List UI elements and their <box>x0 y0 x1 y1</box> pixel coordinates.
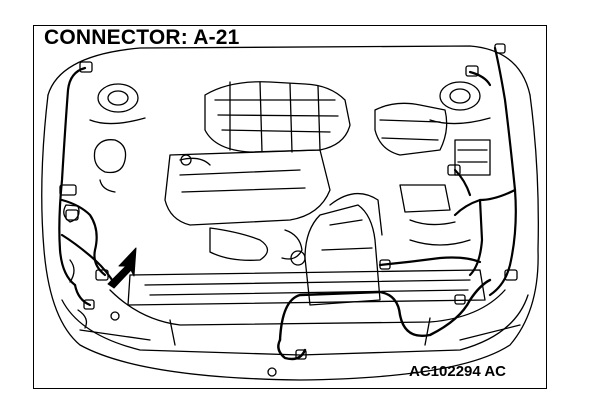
reference-code: AC102294 AC <box>409 363 506 380</box>
left-side-components <box>59 139 127 329</box>
left-strut-tower <box>89 83 146 125</box>
air-cleaner <box>304 204 381 306</box>
left-wiring-harness <box>58 66 117 307</box>
right-connectors <box>379 43 518 305</box>
arrow-pointer-icon <box>107 247 137 289</box>
front-wiring-harness <box>277 278 492 361</box>
right-wiring-harness <box>378 46 517 297</box>
engine-block <box>164 81 383 266</box>
right-strut-tower <box>429 81 491 125</box>
front-cross-member <box>109 269 506 346</box>
front-connectors <box>267 349 307 377</box>
right-side-components <box>374 102 491 246</box>
connector-title: CONNECTOR: A-21 <box>44 26 240 49</box>
left-connectors <box>65 61 120 321</box>
hood-outline <box>41 45 539 381</box>
